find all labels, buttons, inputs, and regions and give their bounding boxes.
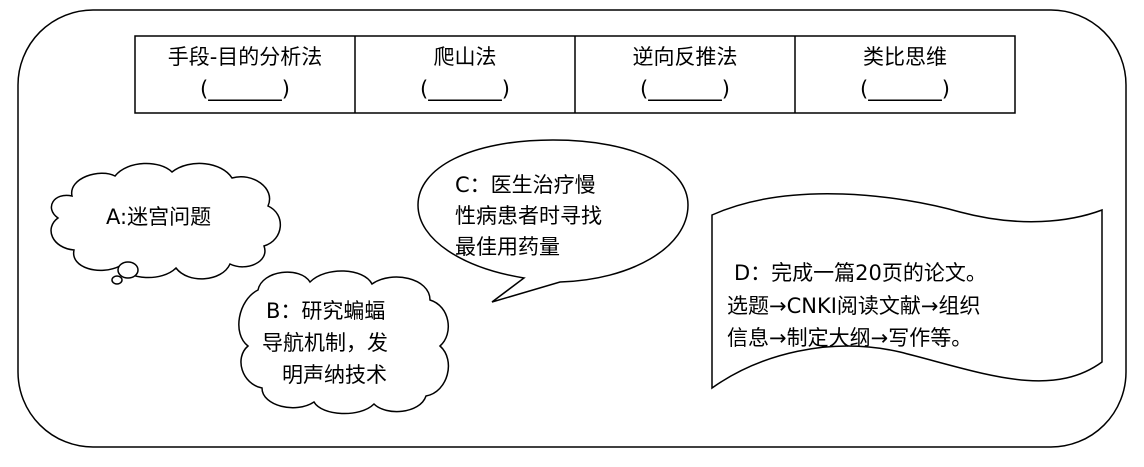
outer-frame [17, 9, 1127, 448]
callout-a-text: A:迷宫问题 [106, 205, 212, 229]
callout-b-line-3: 明声纳技术 [282, 363, 387, 387]
cloud-shape-b [238, 270, 450, 415]
answer-blank-4: (_______) [860, 77, 950, 101]
callout-c-line-1: C：医生治疗慢 [455, 173, 596, 197]
callout-d-line-2: 选题→CNKI阅读文献→组织 [727, 294, 981, 318]
callout-c-line-3: 最佳用药量 [455, 235, 560, 259]
answer-blank-3: (_______) [640, 77, 730, 101]
header-label-4: 类比思维 [863, 45, 947, 69]
answer-blank-1: (_______) [200, 77, 290, 101]
header-label-2: 爬山法 [433, 45, 497, 69]
cloud-bubble-a [50, 162, 282, 280]
header-label-3: 逆向反推法 [632, 45, 738, 69]
callout-b-line-2: 导航机制，发 [262, 331, 388, 355]
answer-blank-2: (_______) [420, 77, 510, 101]
header-label-1: 手段-目的分析法 [167, 45, 323, 69]
methods-table [134, 35, 1016, 114]
speech-bubble-c [417, 139, 689, 303]
callout-c-line-2: 性病患者时寻找 [455, 204, 602, 228]
callout-d-line-3: 信息→制定大纲→写作等。 [727, 326, 973, 350]
callout-d-line-1: D：完成一篇20页的论文。 [734, 261, 987, 285]
document-shape-d [711, 193, 1103, 390]
cloud-dot-large [117, 261, 139, 279]
callout-b-line-1: B：研究蝙蝠 [266, 299, 386, 323]
cloud-dot-small [111, 275, 123, 285]
